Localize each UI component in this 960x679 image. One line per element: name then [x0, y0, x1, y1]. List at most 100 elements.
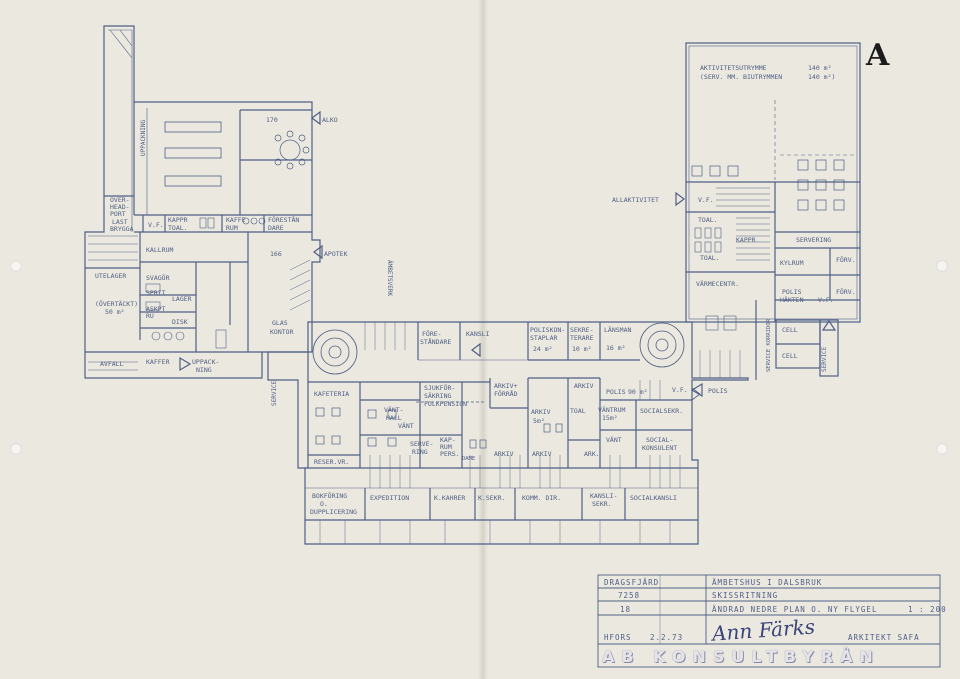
label-avfall: AVFALL	[100, 360, 124, 368]
label-service-korridor: SERVICE KORRIDOR	[766, 318, 772, 372]
label-toal-r2: TOAL.	[700, 254, 720, 262]
label-service-r: SERVICE	[821, 346, 828, 372]
label-vant1: VÄNT	[398, 421, 414, 430]
label-forestandare: FÖRE-	[422, 329, 442, 338]
loading-grid	[88, 235, 138, 371]
punch-hole	[936, 443, 948, 455]
label-serv-area: 140 m²)	[808, 73, 835, 81]
label-socialkonsulent: SOCIAL-	[646, 436, 673, 444]
label-uppackning2: UPPACK-	[192, 358, 219, 366]
right-wing	[675, 42, 861, 398]
cafeteria-tables	[315, 407, 563, 449]
label-servering-c: SERVE-	[410, 440, 433, 448]
title-block-frame	[597, 574, 941, 668]
label-kaffe-rum2: RUM	[226, 224, 238, 232]
label-dame: DAME	[462, 456, 475, 462]
right-stair	[716, 187, 770, 261]
label-arkiv1: ARKIV	[574, 382, 594, 390]
label-socialsekr: SOCIALSEKR.	[640, 407, 683, 415]
label-arkiv-forrad: ARKIV+	[494, 382, 518, 390]
label-folkpension: FOLKPENSION	[424, 400, 467, 408]
label-170: 170	[266, 116, 278, 124]
label-polis-90: POLIS	[606, 388, 626, 396]
label-toal-r1: TOAL.	[698, 216, 718, 224]
left-wing-labels: 170 ALKO UPPACKNING OVER- HEAD- PORT LAS…	[95, 116, 393, 406]
punch-hole	[10, 260, 22, 272]
corridor-hatch	[319, 322, 741, 544]
punch-hole	[936, 260, 948, 272]
tb-number: 7258	[618, 591, 641, 600]
label-aktivitet-area: 140 m²	[808, 64, 831, 72]
label-lansman: LÄNSMAN	[604, 325, 631, 334]
label-service-l: SERVICE	[271, 380, 278, 406]
label-poliskonstaplar2: STAPLAR	[530, 334, 557, 342]
round-table	[274, 130, 310, 170]
label-bokforing: BOKFÖRING	[312, 491, 347, 500]
tb-project: ÄMBETSHUS I DALSBRUK	[712, 578, 823, 587]
label-forestandare-l: FÖRESTÅN	[268, 215, 299, 224]
tb-description: ÄNDRAD NEDRE PLAN O. NY FLYGEL	[712, 605, 878, 614]
label-arkiv2-area: 5m²	[533, 417, 545, 425]
sheet-letter: A	[866, 38, 890, 73]
label-sekreterare2: TERARE	[570, 334, 594, 342]
label-vantrum-area: 15m²	[602, 414, 618, 422]
label-varmecentr: VÄRMECENTR.	[696, 279, 739, 288]
stair-spirals	[312, 322, 685, 375]
label-forestandare-l2: DARE	[268, 224, 284, 232]
label-serv: (SERV. MM. BIUTRYMMEN	[700, 73, 782, 81]
label-overtackt-area: 50 m²	[105, 308, 125, 316]
label-kontor: KONTOR	[270, 328, 294, 336]
label-forv-r2: FÖRV.	[836, 287, 856, 296]
label-kaffe-rum: KAFFE	[226, 216, 246, 224]
label-uppackning: UPPACKNING	[140, 119, 147, 156]
label-polis-hakten: POLIS	[782, 288, 802, 296]
label-cell1: CELL	[782, 326, 798, 334]
label-askpt: ASKPT	[146, 305, 166, 313]
tb-date: 2.2.73	[650, 633, 684, 642]
label-servering-c2: RING	[412, 448, 428, 456]
label-bokforing2: O.	[320, 500, 328, 508]
label-hakten: HÄKTEN	[780, 295, 804, 304]
label-apotek: APOTEK	[324, 250, 348, 258]
label-kkahrer: K.KAHRER	[434, 494, 465, 502]
label-ksekr: K.SEKR.	[478, 494, 505, 502]
label-uppackning2b: NING	[196, 366, 212, 374]
label-vantrum: VÄNTRUM	[598, 405, 625, 414]
label-arkiv4: ARKIV	[532, 450, 552, 458]
label-polis-area: 24 m²	[533, 345, 553, 353]
label-poliskonstaplar: POLISKON-	[530, 326, 565, 334]
right-toilets	[694, 227, 722, 253]
label-kaffer: KAFFER	[146, 358, 170, 366]
label-overhead2: HEAD-	[110, 203, 130, 211]
label-disk: DISK	[172, 318, 188, 326]
label-forv-r1: FÖRV.	[836, 255, 856, 264]
label-glas: GLAS	[272, 319, 288, 327]
label-lansman-area: 16 m²	[606, 344, 626, 352]
right-wing-labels: AKTIVITETSUTRYMME 140 m² (SERV. MM. BIUT…	[612, 64, 856, 372]
label-socialkonsulent2: KONSULENT	[642, 444, 677, 452]
label-pers: PERS.	[440, 450, 460, 458]
central-block	[267, 321, 749, 545]
label-last: LAST	[112, 218, 128, 226]
label-kylrum: KYLRUM	[780, 259, 804, 267]
label-vanthall: VÄNT-	[384, 405, 404, 414]
activity-tables	[691, 159, 845, 211]
left-fixtures	[145, 217, 266, 349]
tb-scale: 1 : 200	[908, 605, 947, 614]
label-kansli: KANSLI	[466, 330, 490, 338]
storage-racks	[164, 121, 222, 187]
label-lager: LAGER	[172, 295, 192, 303]
label-arkiv2: ARKIV	[531, 408, 551, 416]
label-svagor: SVAGÖR	[146, 273, 170, 282]
label-ru: RU	[146, 312, 154, 320]
tb-city: HFORS	[604, 633, 632, 642]
label-cell2: CELL	[782, 352, 798, 360]
label-kanslisekr2: SEKR.	[592, 500, 612, 508]
label-socialkansli: SOCIALKANSLI	[630, 494, 677, 502]
label-aktivitet: AKTIVITETSUTRYMME	[700, 64, 767, 72]
label-ark: ARK.	[584, 450, 600, 458]
label-kanslisekr: KANSLI-	[590, 492, 617, 500]
label-kommdir: KOMM. DIR.	[522, 494, 561, 502]
label-ambetsverk: ÄMBETSVERK	[386, 260, 393, 297]
firm-name: AB KONSULTBYRÅN	[602, 647, 880, 666]
